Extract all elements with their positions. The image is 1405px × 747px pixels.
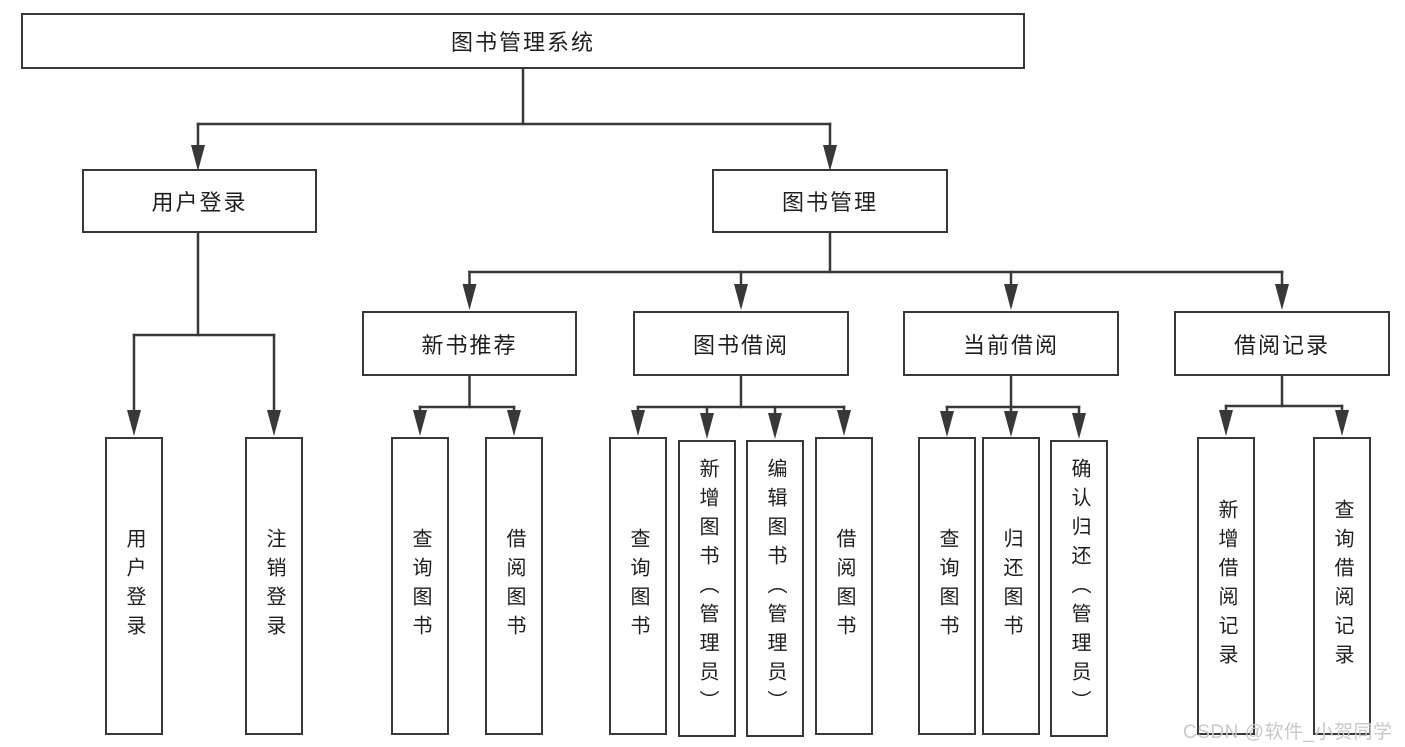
arrowhead-icon bbox=[700, 413, 714, 439]
arrowhead-icon bbox=[768, 413, 782, 439]
node-leaf-query-books-borrow: 查询图书 bbox=[609, 437, 667, 735]
node-leaf-query-books-recommend: 查询图书 bbox=[391, 437, 449, 735]
node-leaf-add-book-admin: 新增图书（管理员） bbox=[678, 440, 736, 737]
arrowhead-icon bbox=[413, 410, 427, 436]
node-leaf-borrow-books-recommend: 借阅图书 bbox=[485, 437, 543, 735]
csdn-watermark: CSDN @软件_小贺同学 bbox=[1183, 722, 1393, 743]
node-current-borrow: 当前借阅 bbox=[903, 311, 1119, 376]
arrowhead-icon bbox=[734, 284, 748, 310]
arrowhead-icon bbox=[940, 411, 954, 437]
node-book-management: 图书管理 bbox=[712, 169, 948, 233]
node-leaf-return-book: 归还图书 bbox=[982, 437, 1040, 735]
arrowhead-icon bbox=[267, 410, 281, 436]
node-leaf-logout: 注销登录 bbox=[245, 437, 303, 735]
arrowhead-icon bbox=[1004, 284, 1018, 310]
arrowhead-icon bbox=[837, 410, 851, 436]
node-book-borrow: 图书借阅 bbox=[633, 311, 849, 376]
arrowhead-icon bbox=[507, 410, 521, 436]
arrowhead-icon bbox=[1004, 411, 1018, 437]
node-leaf-add-borrow-record: 新增借阅记录 bbox=[1197, 437, 1255, 735]
arrowhead-icon bbox=[462, 284, 477, 310]
node-user-login-label: 用户登录 bbox=[151, 190, 248, 215]
node-leaf-borrow-books: 借阅图书 bbox=[815, 437, 873, 735]
node-leaf-user-login: 用户登录 bbox=[105, 437, 163, 735]
node-borrow-records: 借阅记录 bbox=[1174, 311, 1390, 376]
node-leaf-confirm-return-admin: 确认归还（管理员） bbox=[1050, 440, 1108, 737]
node-new-book-recommend: 新书推荐 bbox=[362, 311, 577, 376]
arrowhead-icon bbox=[1072, 413, 1086, 439]
arrowhead-icon bbox=[1275, 284, 1289, 310]
node-leaf-query-borrow-record: 查询借阅记录 bbox=[1313, 437, 1371, 735]
arrowhead-icon bbox=[1219, 410, 1233, 436]
arrowhead-icon bbox=[191, 145, 205, 171]
node-root-label: 图书管理系统 bbox=[450, 30, 595, 55]
arrowhead-icon bbox=[823, 145, 837, 171]
arrowhead-icon bbox=[127, 410, 141, 436]
node-leaf-edit-book-admin: 编辑图书（管理员） bbox=[746, 440, 804, 737]
node-leaf-query-books-current: 查询图书 bbox=[918, 437, 976, 735]
node-book-management-label: 图书管理 bbox=[781, 190, 878, 215]
node-user-login: 用户登录 bbox=[82, 169, 317, 233]
node-root: 图书管理系统 bbox=[21, 13, 1025, 69]
arrowhead-icon bbox=[1335, 410, 1349, 436]
arrowhead-icon bbox=[631, 410, 645, 436]
